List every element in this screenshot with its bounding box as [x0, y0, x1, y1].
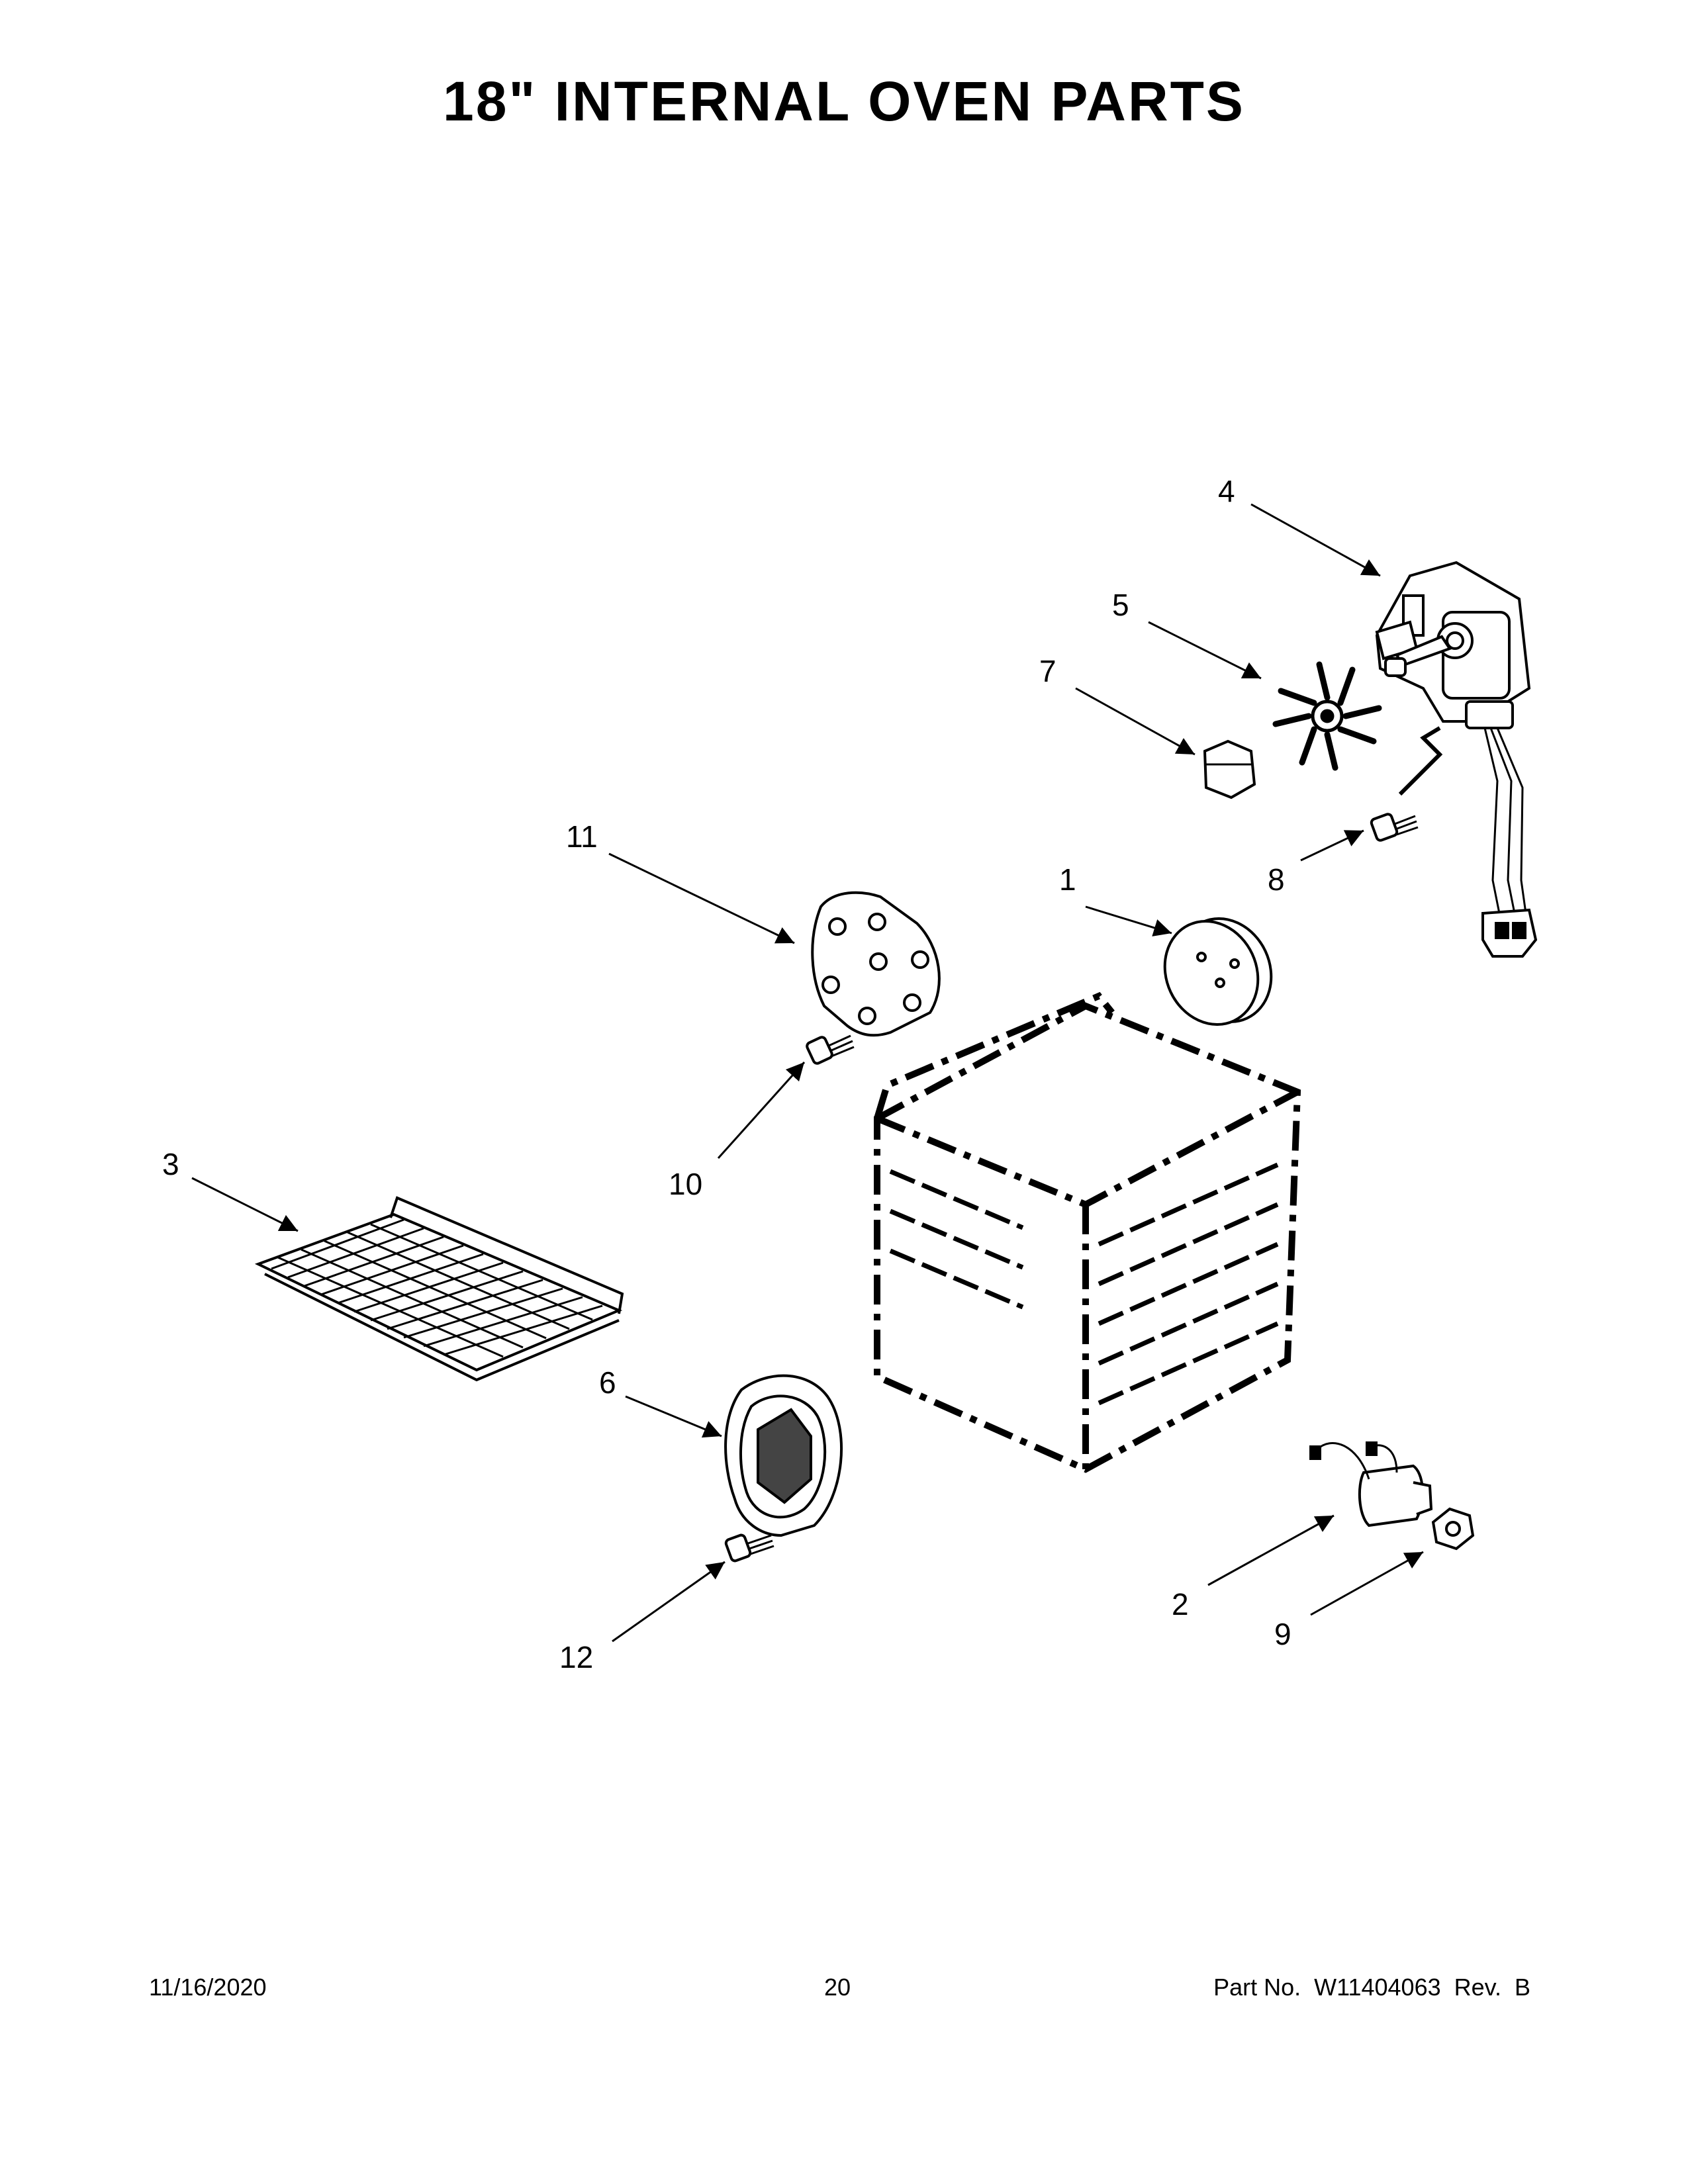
callout-2: 2	[1172, 1587, 1189, 1621]
footer-page-number: 20	[824, 1974, 851, 2001]
callout-4: 4	[1218, 474, 1235, 508]
oven-cavity-outline	[874, 991, 1301, 1473]
callout-9: 9	[1274, 1617, 1291, 1651]
callout-7: 7	[1039, 654, 1056, 688]
fan-motor	[1375, 561, 1538, 958]
fan-baffle	[724, 1374, 843, 1537]
round-cover	[1163, 917, 1273, 1026]
hex-nut-light	[1431, 1507, 1475, 1551]
oven-light-socket	[1309, 1441, 1433, 1527]
oven-rack	[254, 1196, 624, 1382]
leader-lines	[191, 503, 1424, 1643]
fan-blade	[1272, 661, 1382, 771]
oven-rack-guides	[889, 1162, 1279, 1406]
callout-6: 6	[599, 1365, 616, 1400]
callout-12: 12	[559, 1640, 593, 1674]
hex-nut-fan	[1203, 739, 1256, 799]
callout-8: 8	[1268, 862, 1285, 897]
screw-motor	[1370, 813, 1419, 842]
callout-10: 10	[669, 1167, 702, 1201]
callout-1: 1	[1059, 862, 1076, 897]
callout-3: 3	[162, 1147, 179, 1181]
screw-plate	[806, 1034, 855, 1065]
footer-date: 11/16/2020	[149, 1974, 267, 2001]
callout-labels: 4 5 7 11 1 8 3 10 6 2 9 12	[162, 474, 1291, 1674]
callout-5: 5	[1112, 588, 1129, 622]
screw-baffle	[724, 1533, 774, 1563]
rear-gasket-plate	[811, 891, 941, 1037]
footer-part-number: Part No. W11404063 Rev. B	[1213, 1974, 1530, 2001]
page-title: 18" INTERNAL OVEN PARTS	[443, 70, 1245, 132]
callout-11: 11	[566, 819, 598, 854]
